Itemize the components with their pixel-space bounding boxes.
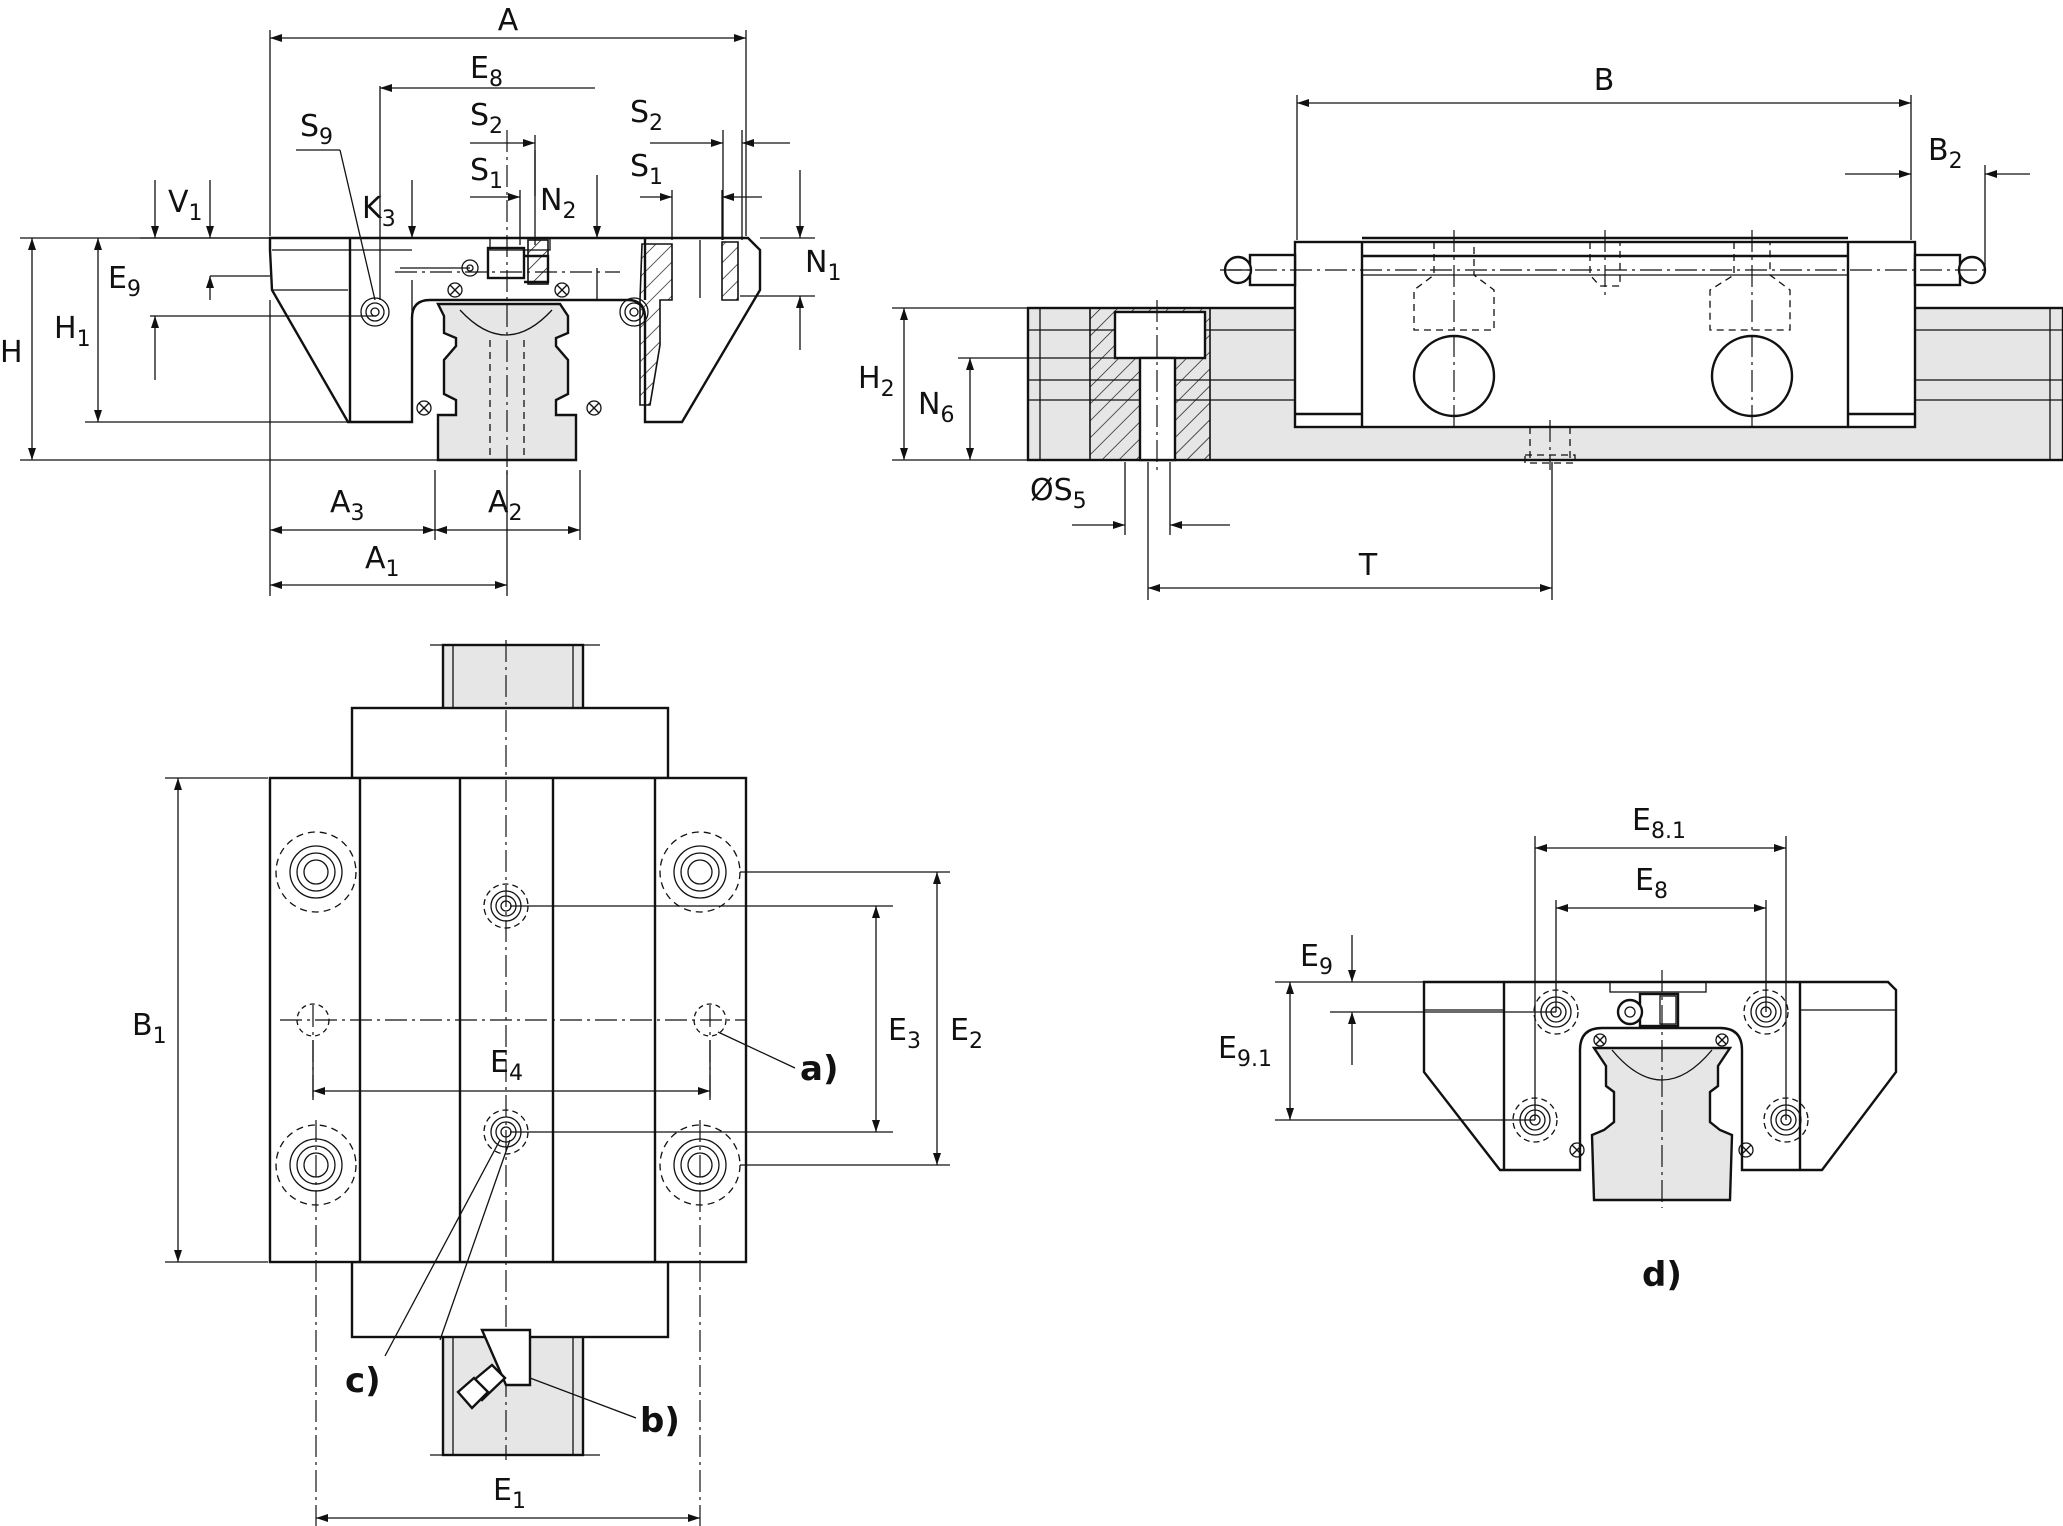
dim-A1: A1 (365, 541, 400, 582)
lube-nipple (456, 1328, 532, 1410)
dim-S1-left: S1 (470, 153, 503, 194)
callout-d: d) (1642, 1255, 1682, 1295)
dim-B1: B1 (132, 1008, 167, 1049)
dim-E4: E4 (490, 1045, 523, 1086)
dim-T: T (1358, 548, 1378, 583)
dim-A: A (498, 3, 519, 38)
detail-d-carriage (1422, 980, 1898, 1172)
dim-H2: H2 (858, 361, 895, 402)
dim-A2: A2 (488, 485, 523, 526)
callout-b: b) (640, 1401, 680, 1441)
dim-E9: E9 (108, 261, 141, 302)
dim-E8: E8 (470, 51, 503, 92)
dim-E8-1: E8.1 (1632, 803, 1686, 844)
dim-B2: B2 (1928, 133, 1963, 174)
callout-c: c) (345, 1361, 381, 1401)
dim-N6: N6 (918, 387, 954, 428)
dim-E1: E1 (493, 1473, 526, 1514)
end-view: A E8 S2 S1 N2 S2 S1 N1 (0, 3, 841, 596)
dim-V1: V1 (168, 185, 203, 226)
top-view: B1 E3 E2 E4 E1 a) c) b) (132, 640, 983, 1526)
side-view: B B2 H2 N6 ØS5 T (858, 63, 2063, 600)
dim-S5: ØS5 (1030, 473, 1087, 514)
dim-S1-right: S1 (630, 149, 663, 190)
dim-E3: E3 (888, 1013, 921, 1054)
callout-a: a) (800, 1049, 838, 1089)
dim-E9-1: E9.1 (1218, 1031, 1272, 1072)
dim-E8-d: E8 (1635, 863, 1668, 904)
dim-E2: E2 (950, 1013, 983, 1054)
dim-H1: H1 (54, 311, 91, 352)
dim-B: B (1594, 63, 1615, 98)
dim-S2-right: S2 (630, 95, 663, 136)
dim-N1: N1 (805, 245, 841, 286)
dim-E9-d: E9 (1300, 939, 1333, 980)
detail-d: E8.1 E8 E9 E9.1 d) (1218, 803, 1898, 1295)
dim-A3: A3 (330, 485, 365, 526)
dim-K3: K3 (362, 191, 396, 232)
dim-N2: N2 (540, 183, 576, 224)
dim-S2-left: S2 (470, 98, 503, 139)
dim-H: H (0, 335, 23, 370)
dim-S9: S9 (300, 109, 333, 150)
